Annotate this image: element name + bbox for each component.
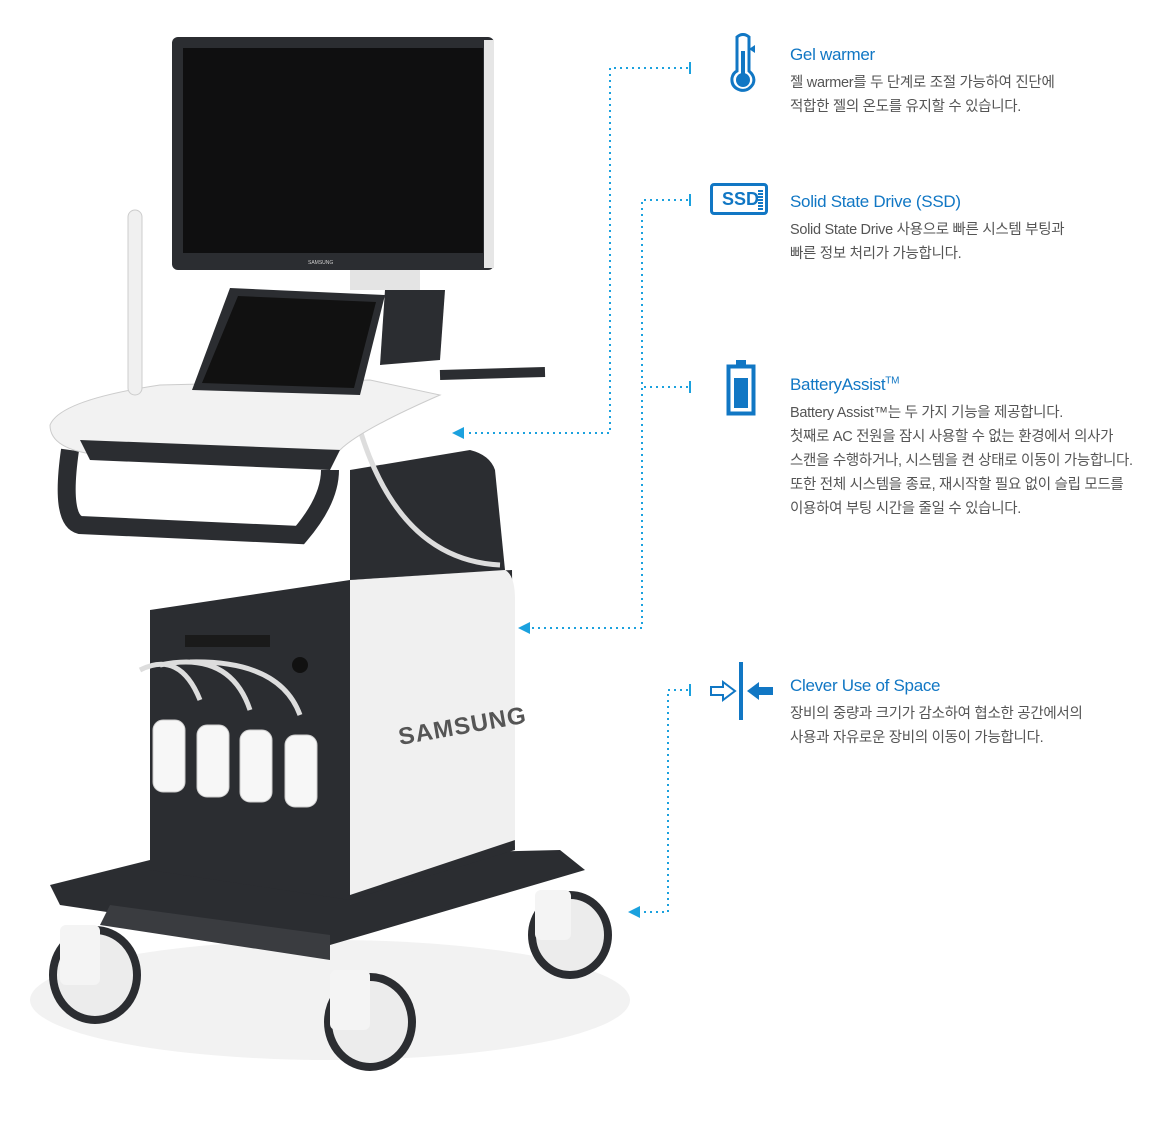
battery-icon [726,360,756,416]
feature-title: BatteryAssistTM [790,375,1133,395]
feature-text-line: 사용과 자유로운 장비의 이동이 가능합니다. [790,730,1044,746]
feature-title: Clever Use of Space [790,676,941,695]
feature-clever-use-of-space: Clever Use of Space 장비의 중량과 크기가 감소하여 협소한… [790,676,1083,750]
ssd-icon-label: SSD [722,189,760,209]
feature-battery-assist: BatteryAssistTM Battery Assist™는 두 가지 기능… [790,375,1133,521]
feature-text-line: 첫째로 AC 전원을 잠시 사용할 수 없는 환경에서 의사가 [790,429,1114,445]
feature-text-line: 또한 전체 시스템을 종료, 재시작할 필요 없이 슬립 모드를 [790,477,1124,493]
feature-text-line: Solid State Drive 사용으로 빠른 시스템 부팅과 [790,222,1065,238]
feature-text-line: 빠른 정보 처리가 가능합니다. [790,246,962,262]
ultrasound-machine-image: SAMSUNG SAMSUNG [30,37,630,1071]
compact-space-icon [710,662,773,720]
feature-text-line: 장비의 중량과 크기가 감소하여 협소한 공간에서의 [790,706,1083,722]
feature-text-line: 적합한 젤의 온도를 유지할 수 있습니다. [790,99,1022,115]
feature-text-line: 스캔을 수행하거나, 시스템을 켠 상태로 이동이 가능합니다. [790,453,1133,469]
trademark-mark: TM [885,375,900,387]
feature-title: Solid State Drive (SSD) [790,192,961,211]
feature-title-text: BatteryAssist [790,375,886,394]
feature-ssd: Solid State Drive (SSD) Solid State Driv… [790,192,1065,266]
thermometer-icon [730,33,756,92]
samsung-monitor-logo: SAMSUNG [308,260,333,266]
ssd-icon: SSD [710,183,768,215]
feature-text-line: Battery Assist™는 두 가지 기능을 제공합니다. [790,405,1063,421]
feature-text-line: 이용하여 부팅 시간을 줄일 수 있습니다. [790,501,1022,517]
feature-title: Gel warmer [790,45,875,64]
feature-text-line: 젤 warmer를 두 단계로 조절 가능하여 진단에 [790,75,1055,91]
